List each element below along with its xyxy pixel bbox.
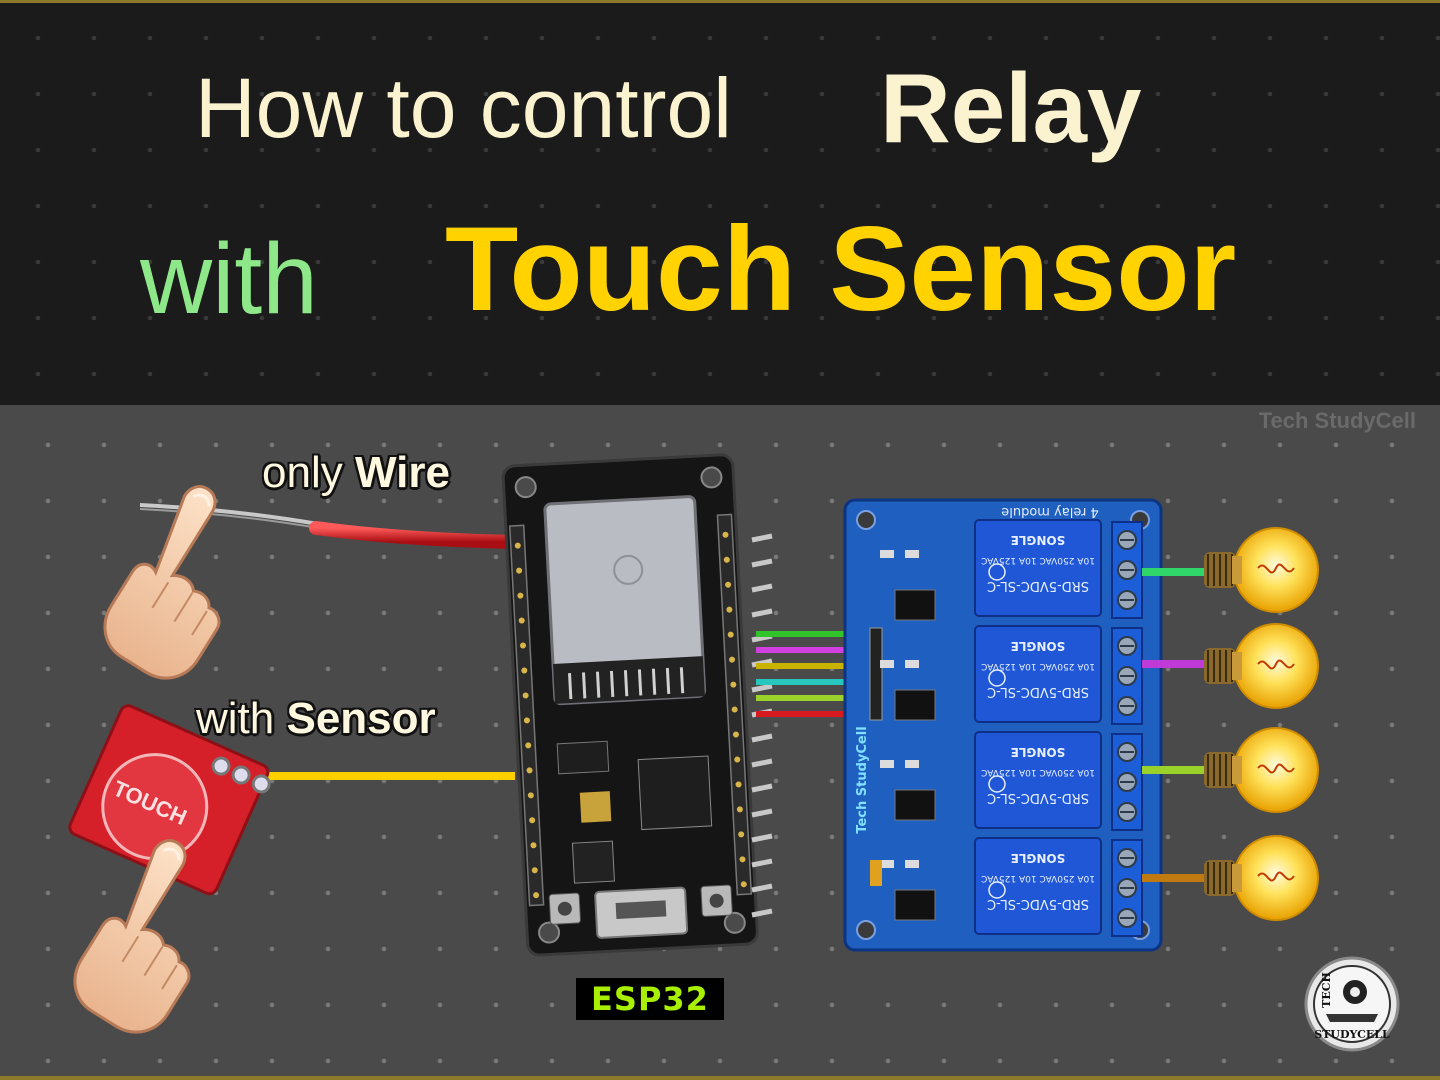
bare-wire xyxy=(139,503,319,529)
only-wire-label: only Wire xyxy=(262,448,450,498)
top-border xyxy=(0,0,1440,3)
light-bulb-icon xyxy=(1203,835,1319,921)
light-bulb-icon xyxy=(1203,727,1319,813)
light-bulb-icon xyxy=(1203,527,1319,613)
relay-2 xyxy=(974,625,1102,723)
bottom-border xyxy=(0,1076,1440,1080)
esp32-board xyxy=(501,453,773,957)
tech-studycell-logo: TECH STUDYCELL xyxy=(1304,956,1400,1052)
relay-brand-label: Tech StudyCell xyxy=(855,726,870,833)
relay-4 xyxy=(974,837,1102,935)
title-line1-emphasis: Relay xyxy=(880,53,1142,163)
watermark: Tech StudyCell xyxy=(1258,408,1416,433)
title-line1-prefix: How to control xyxy=(195,61,732,155)
terminal-block-1 xyxy=(1111,521,1143,619)
logo-top-text: TECH xyxy=(1320,972,1333,1008)
with-sensor-label: with Sensor xyxy=(196,694,436,744)
sensor-text: Sensor xyxy=(286,694,436,743)
relay-module-label: 4 relay module xyxy=(1001,504,1099,519)
red-wire xyxy=(309,521,522,549)
terminal-block-2 xyxy=(1111,627,1143,725)
relay-1 xyxy=(974,519,1102,617)
with-text: with xyxy=(196,694,275,743)
wire-text: Wire xyxy=(354,448,450,497)
only-text: only xyxy=(262,448,343,497)
touch-sensor-module: TOUCH xyxy=(68,704,271,896)
terminal-block-3 xyxy=(1111,733,1143,831)
logo-bottom-text: STUDYCELL xyxy=(1314,1028,1390,1041)
esp32-label: ESP32 xyxy=(576,978,724,1020)
title-banner: How to control Relay with Touch Sensor xyxy=(0,0,1440,405)
title-line2-emphasis: Touch Sensor xyxy=(445,202,1237,336)
finger-pointing-icon xyxy=(89,476,279,694)
title-line2-prefix: with xyxy=(140,223,318,335)
bulb-wires xyxy=(1142,568,1210,882)
relay-3 xyxy=(974,731,1102,829)
light-bulb-icon xyxy=(1203,623,1319,709)
relay-module-4ch: 4 relay module Tech StudyCell xyxy=(843,498,1163,952)
terminal-block-4 xyxy=(1111,839,1143,937)
